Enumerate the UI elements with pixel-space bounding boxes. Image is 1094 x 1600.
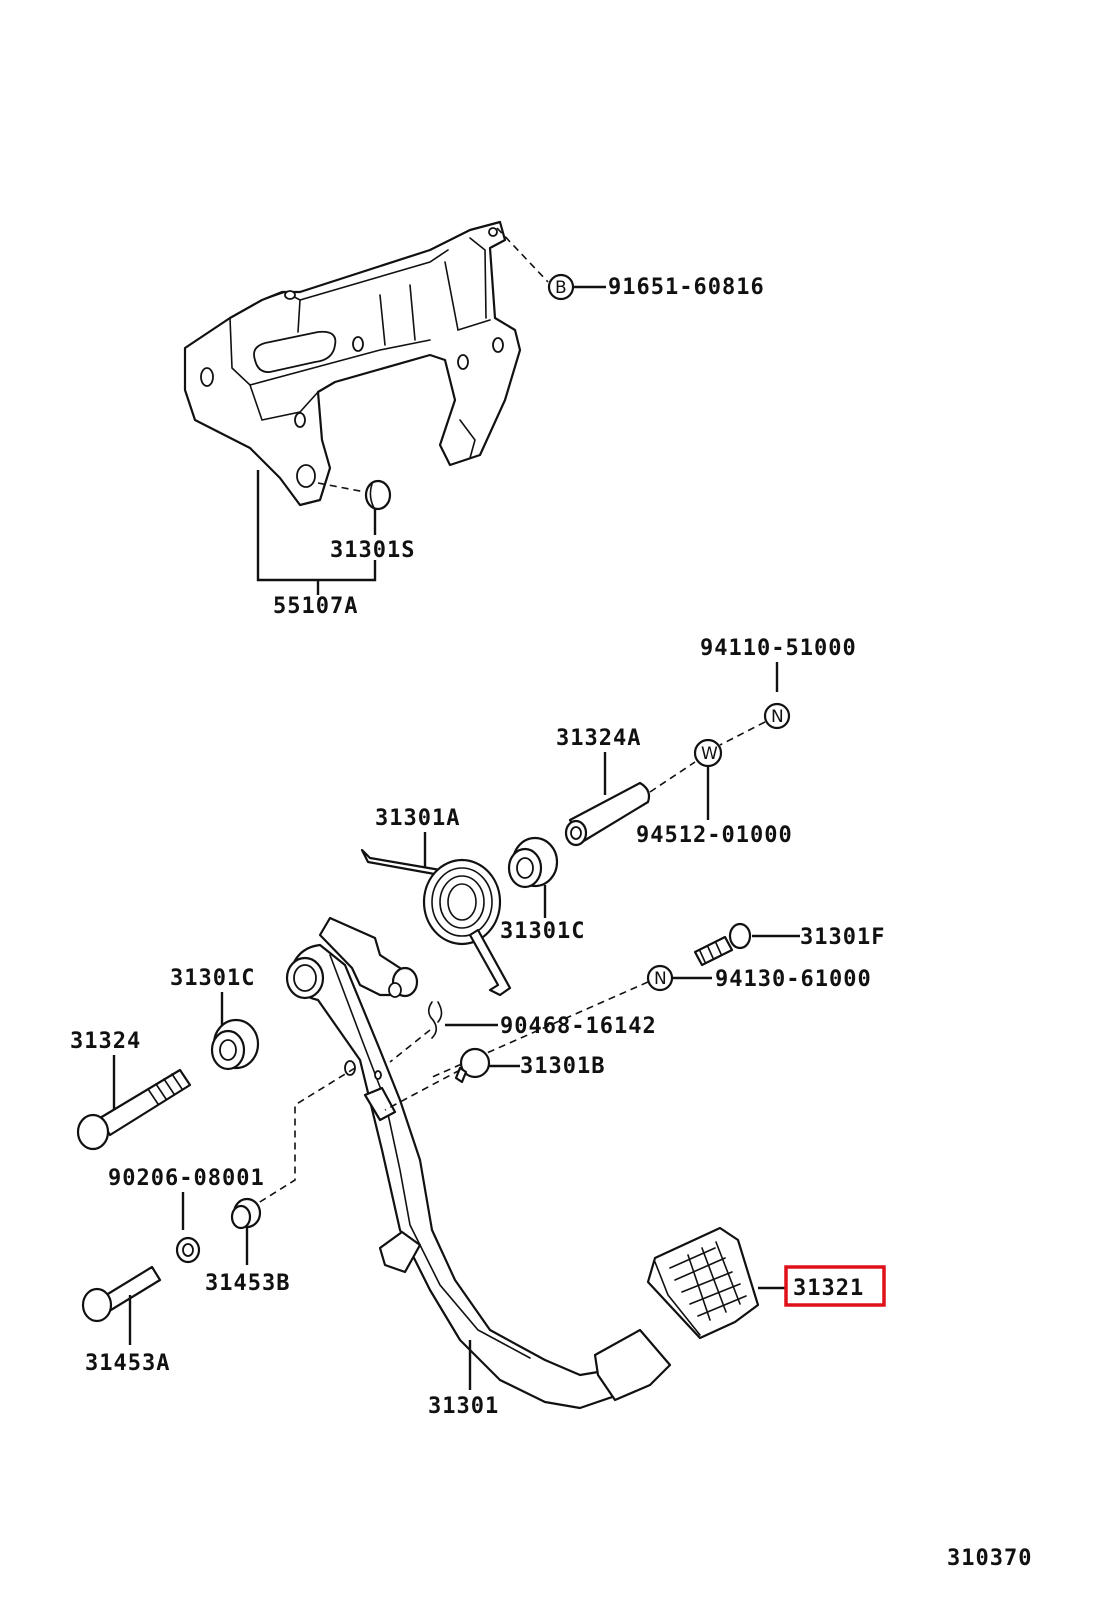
nut-small-part: [175, 1236, 201, 1264]
callout-31324: 31324: [70, 1029, 141, 1054]
callout-94130-61000: 94130-61000: [715, 967, 872, 992]
pivot-bolt-part: [76, 1068, 192, 1151]
nut-washer-dashline: [719, 721, 766, 746]
sleeve-washer-dashline: [649, 761, 696, 793]
callout-31453B: 31453B: [205, 1271, 290, 1296]
callout-31301C-right: 31301C: [500, 919, 585, 944]
clip-dashline: [389, 1029, 431, 1063]
callout-31324A: 31324A: [556, 726, 641, 751]
callout-91651-60816: 91651-60816: [608, 275, 765, 300]
nut-top-symbol: N: [771, 707, 784, 727]
pedal-pad-part: [646, 1226, 760, 1340]
callout-31301: 31301: [428, 1394, 499, 1419]
callout-31321[interactable]: 31321: [793, 1276, 864, 1301]
bushing-left-part: [210, 1018, 260, 1071]
cushion-dashline: [254, 1067, 356, 1206]
callout-31453A: 31453A: [85, 1351, 170, 1376]
bracket-bracket-line: [256, 470, 377, 582]
callout-55107A: 55107A: [273, 594, 358, 619]
spring-part: [360, 848, 512, 997]
stopper-bolt-part: [81, 1265, 162, 1323]
clip-part: [427, 1001, 443, 1039]
pedal-pad-highlight-box[interactable]: [784, 1265, 886, 1307]
callout-94110-51000: 94110-51000: [700, 636, 857, 661]
stopper-part: [454, 1047, 491, 1084]
bolt-b-symbol: B: [555, 278, 567, 298]
nut-top-symbol-circle: [763, 702, 791, 730]
washer-symbol: W: [701, 744, 718, 764]
callout-31301C-left: 31301C: [170, 966, 255, 991]
pedal-bracket: [183, 220, 522, 507]
diagram-code: 310370: [947, 1546, 1032, 1571]
bracket-pad-part: [317, 479, 392, 511]
shaft-sleeve-part: [564, 781, 651, 847]
callout-31301F: 31301F: [800, 925, 885, 950]
bolt-f-part: [693, 922, 752, 967]
callout-31301S: 31301S: [330, 538, 415, 563]
callout-90468-16142: 90468-16142: [500, 1014, 657, 1039]
nut-mid-symbol: N: [654, 969, 667, 989]
cushion-part: [230, 1197, 262, 1230]
stopper-dashline: [384, 1069, 461, 1111]
bolt-b-dashline: [496, 227, 549, 283]
callout-31301B: 31301B: [520, 1054, 605, 1079]
callout-94512-01000: 94512-01000: [636, 823, 793, 848]
bushing-right-part: [507, 836, 559, 889]
pedal-arm-part: [285, 916, 672, 1410]
callout-90206-08001: 90206-08001: [108, 1166, 265, 1191]
callout-31301A: 31301A: [375, 806, 460, 831]
